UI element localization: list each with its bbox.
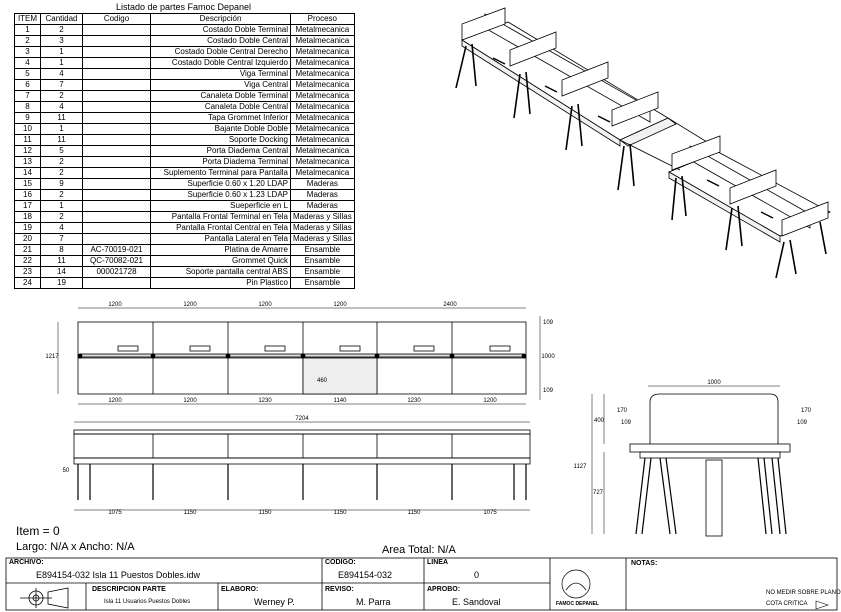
front-left-dim: 50 [63,468,70,474]
elaboro-label: ELABORO: [221,586,259,593]
table-cell: Pantalla Frontal Terminal en Tela [150,211,291,223]
descripcion-label: DESCRIPCION PARTE [92,586,166,593]
plan-bottom-dim-5: 1230 [407,398,421,404]
table-cell: Ensamble [290,277,355,289]
plan-top-dim-3: 1200 [258,302,272,308]
front-bottom-dim-2: 1150 [184,510,198,516]
notas-label: NOTAS: [631,560,658,567]
plan-bottom-dim-1: 1200 [108,398,122,404]
front-bottom-dim-1: 1075 [108,510,122,516]
company-logo-text: FAMOC DEPANEL [556,601,599,607]
reviso-value: M. Parra [356,597,391,607]
aprobo-value: E. Sandoval [452,597,501,607]
side-height-total-dim: 1127 [574,464,588,470]
elaboro-value: Werney P. [254,597,295,607]
table-cell: Pin Plastico [150,277,291,289]
projection-symbol-icon [20,587,69,609]
plan-bottom-dim-2: 1200 [183,398,197,404]
isometric-view [455,7,831,279]
side-width-dim: 1000 [707,380,721,386]
archivo-value: E894154-032 Isla 11 Puestos Dobles.idw [36,570,200,580]
title-block-frame [5,557,838,611]
codigo-value: E894154-032 [338,570,393,580]
table-cell: Ensamble [290,244,355,256]
front-bottom-dim-3: 1150 [259,510,273,516]
front-bottom-dim-5: 1150 [408,510,422,516]
side-height-top-dim: 400 [594,418,605,424]
front-total-dim: 7204 [295,416,309,422]
plan-right-dim-1: 109 [543,320,554,326]
linea-label: LINEA [427,559,448,566]
front-bottom-dim-4: 1150 [334,510,348,516]
side-view [591,385,791,537]
codigo-label: CODIGO: [325,559,356,566]
side-right-dim-2: 109 [797,420,808,426]
size-text: Largo: N/A x Ancho: N/A [16,541,135,553]
plan-right-dim-3: 109 [543,388,554,394]
plan-top-dim-2: 1200 [183,302,197,308]
plan-top-dim-1: 1200 [108,302,122,308]
note-cota-critica: COTA CRITICA [766,601,808,607]
descripcion-value: Isla 11 Usuarios Puestos Dobles [104,599,191,605]
company-logo-icon [561,569,591,599]
critical-dimension-icon [815,600,829,610]
item-count-text: Item = 0 [16,524,60,538]
plan-right-dim-2: 1000 [541,354,555,360]
plan-left-dim: 1217 [45,354,59,360]
side-height-desk-dim: 727 [593,490,604,496]
plan-bottom-dim-3: 1230 [258,398,272,404]
plan-inner-dim: 460 [317,378,328,384]
parts-table-title: Listado de partes Famoc Depanel [115,2,252,12]
side-left-dim-1: 170 [617,408,628,414]
note-no-medir: NO MEDIR SOBRE PLANO [766,590,841,596]
aprobo-label: APROBO: [427,586,461,593]
plan-top-dim-4: 1200 [333,302,347,308]
side-left-dim-2: 109 [621,420,632,426]
front-bottom-dim-6: 1075 [483,510,497,516]
plan-bottom-dim-6: 1200 [483,398,497,404]
plan-view [57,307,541,405]
archivo-label: ARCHIVO: [9,559,44,566]
area-text: Area Total: N/A [382,544,456,556]
plan-top-dim-5: 2400 [443,302,457,308]
front-view [73,421,531,511]
reviso-label: REVISO: [325,586,354,593]
linea-value: 0 [474,570,480,580]
side-right-dim-1: 170 [801,408,812,414]
plan-bottom-dim-4: 1140 [334,398,348,404]
